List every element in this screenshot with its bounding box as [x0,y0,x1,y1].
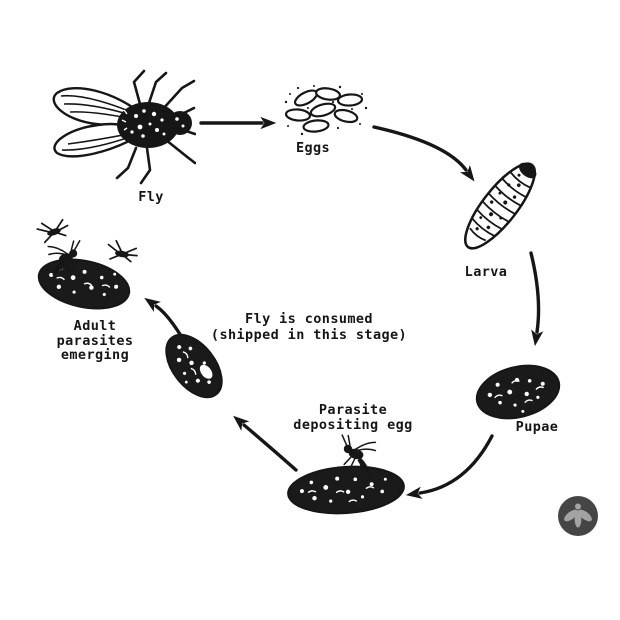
arrow-pupae-to-deposit [405,434,494,499]
adult-parasites-emerging-label: Adult parasites emerging [57,319,134,363]
larva-illustration [464,162,537,250]
larva-label: Larva [465,265,508,279]
eggs-speckles [284,85,368,136]
arrow-larva-to-pupae [529,251,544,347]
eggs-label-text: Eggs [295,140,331,156]
emerged-pupa [37,258,131,310]
fly-logo-icon [558,496,598,536]
parasite-depositing-egg-illustration [287,434,405,515]
fly-label: Fly [138,190,164,204]
arrow-eggs-to-larva [372,125,475,182]
parasitized-pupa-illustration [165,333,223,399]
adult-parasites-emerging-illustration [36,218,138,310]
center-note-line2: (shipped in this stage) [210,327,408,343]
pupae-label: Pupae [516,420,559,434]
emerging-label-line1: Adult [73,318,117,334]
center-note: Fly is consumed (shipped in this stage) [211,311,407,343]
arrow-deposit-to-parasitized-pupa [233,415,298,472]
flying-wasp-icon [36,218,69,244]
fly-body [117,102,192,148]
center-note-line1: Fly is consumed [245,311,373,327]
eggs-illustration [284,85,368,136]
host-pupa [287,465,405,515]
perched-wasp-icon [47,240,81,276]
flying-wasp-icon [107,239,138,263]
parasite-depositing-label: Parasite depositing egg [293,403,412,433]
pupae-label-text: Pupae [515,419,559,435]
fly-label-text: Fly [138,189,164,205]
fly-illustration [52,69,196,185]
parasite-label-line1: Parasite [318,402,388,418]
pupae-illustration [474,364,561,423]
emerging-label-line3: emerging [60,347,130,363]
eggs-label: Eggs [296,141,330,155]
larva-label-text: Larva [464,264,508,280]
parasite-wasp-icon [341,434,377,474]
parasite-label-line2: depositing egg [293,417,413,433]
emerging-label-line2: parasites [56,332,134,349]
